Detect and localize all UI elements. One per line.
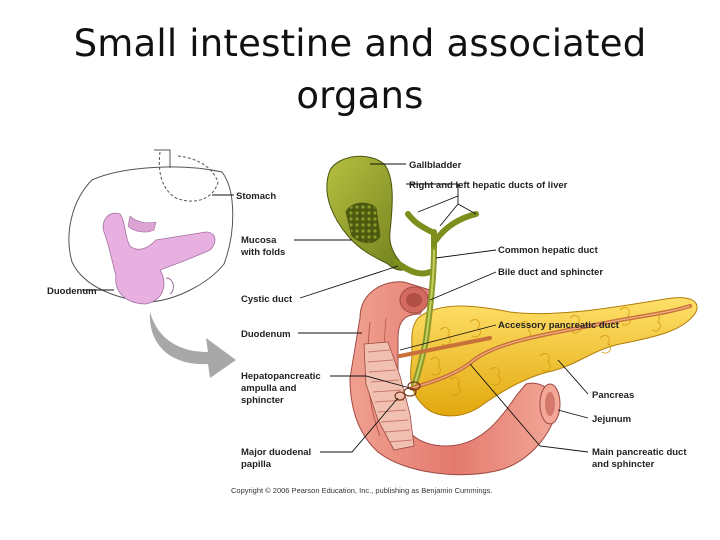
label-stomach: Stomach [236, 191, 276, 202]
label-duodenum-left: Duodenum [47, 286, 97, 297]
label-hepatic-ducts: Right and left hepatic ducts of liver [409, 180, 568, 191]
accessory-pancreatic-duct [398, 336, 492, 358]
label-jejunum: Jejunum [592, 414, 631, 425]
thumbnail-duodenum [102, 212, 216, 305]
label-common-hepatic-duct: Common hepatic duct [498, 245, 599, 256]
label-main-duct-2: and sphincter [592, 459, 655, 470]
copyright-text: Copyright © 2006 Pearson Education, Inc.… [231, 486, 493, 495]
title-line-2: organs [296, 74, 424, 117]
cystic-duct [393, 259, 433, 277]
pancreas-shape [410, 297, 698, 417]
label-hepatopancreatic-2: ampulla and [241, 383, 297, 394]
title-line-1: Small intestine and associated [73, 22, 647, 65]
arrow-icon [149, 312, 236, 378]
label-cystic-duct: Cystic duct [241, 294, 293, 305]
label-major-papilla-2: papilla [241, 459, 272, 470]
label-hepatopancreatic-3: sphincter [241, 395, 284, 406]
label-major-papilla-1: Major duodenal [241, 447, 311, 458]
mucosa-folds [363, 341, 415, 451]
main-illustration [326, 155, 698, 476]
label-accessory-pancreatic-duct: Accessory pancreatic duct [498, 320, 620, 331]
hepatic-ducts [405, 211, 479, 251]
label-mucosa-1: Mucosa [241, 235, 277, 246]
label-bile-duct: Bile duct and sphincter [498, 267, 603, 278]
label-main-duct-1: Main pancreatic duct [592, 447, 687, 458]
gallbladder-mucosa [345, 202, 381, 244]
stomach-outline [158, 151, 219, 202]
label-gallbladder: Gallbladder [409, 160, 462, 171]
label-hepatopancreatic-1: Hepatopancreatic [241, 371, 321, 382]
slide-title: Small intestine and associated organs [0, 18, 720, 122]
liver-outline [68, 166, 234, 303]
labels: Gallbladder Right and left hepatic ducts… [47, 160, 687, 495]
label-mucosa-2: with folds [240, 247, 285, 258]
label-pancreas: Pancreas [592, 390, 634, 401]
thumbnail-diagram [68, 149, 236, 378]
label-duodenum-center: Duodenum [241, 329, 291, 340]
leader-lines [82, 163, 589, 453]
